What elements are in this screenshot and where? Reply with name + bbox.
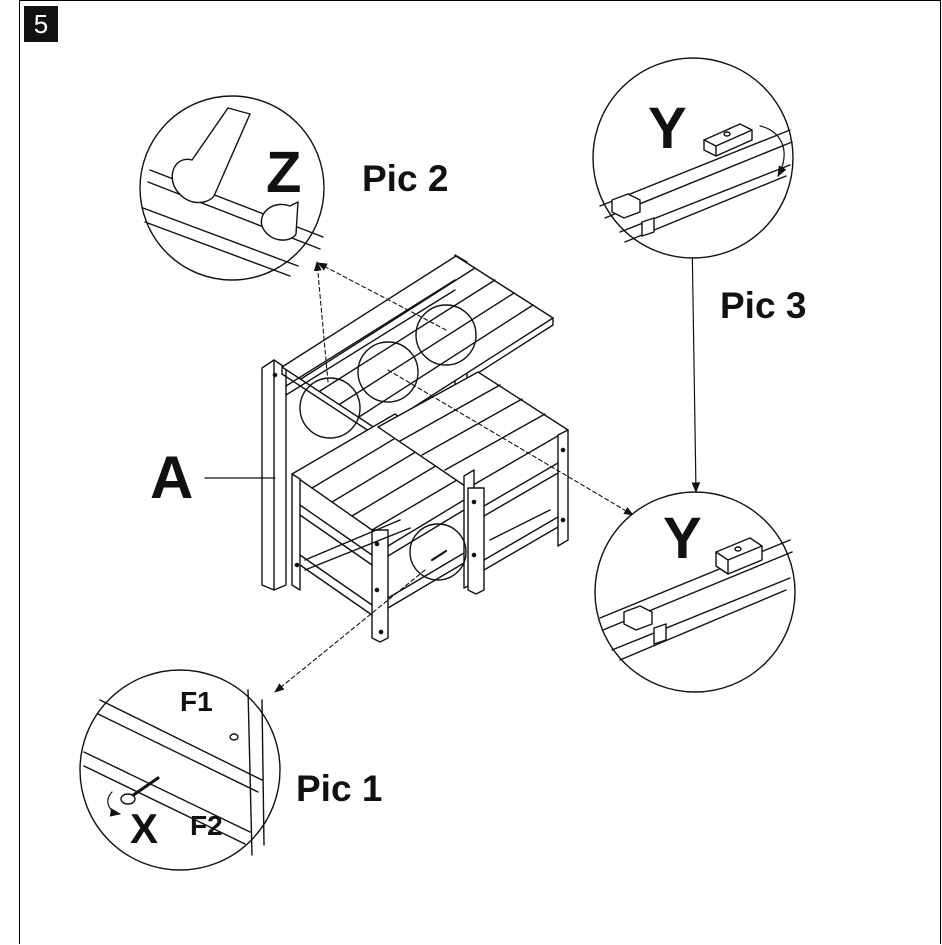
step-number-badge: 5	[24, 6, 58, 42]
pic1-detail-circle	[79, 669, 281, 871]
detail-marker-z	[299, 377, 361, 439]
page-frame	[19, 0, 941, 944]
pic3-bottom-detail-parts	[599, 537, 793, 661]
detail-x-label: X	[130, 805, 159, 852]
f2-label: F2	[190, 810, 223, 841]
pic3-top-detail-parts	[599, 123, 793, 243]
pic2-detail-parts	[142, 107, 324, 277]
pic3-label: Pic 3	[720, 285, 807, 326]
detail-y-top-label: Y	[648, 96, 687, 161]
detail-marker-x	[409, 523, 467, 581]
detail-marker-y1	[357, 341, 419, 403]
pic2-label: Pic 2	[362, 158, 449, 199]
f1-label: F1	[180, 686, 213, 717]
detail-z-label: Z	[266, 140, 302, 205]
detail-y-bottom-label: Y	[663, 506, 702, 571]
detail-marker-y2	[415, 304, 477, 366]
pic1-detail-parts	[83, 689, 265, 856]
pic3-top-detail-circle	[592, 57, 794, 259]
bench-drawing	[261, 254, 569, 643]
part-a-label: A	[150, 444, 194, 511]
pic1-label: Pic 1	[296, 768, 383, 809]
